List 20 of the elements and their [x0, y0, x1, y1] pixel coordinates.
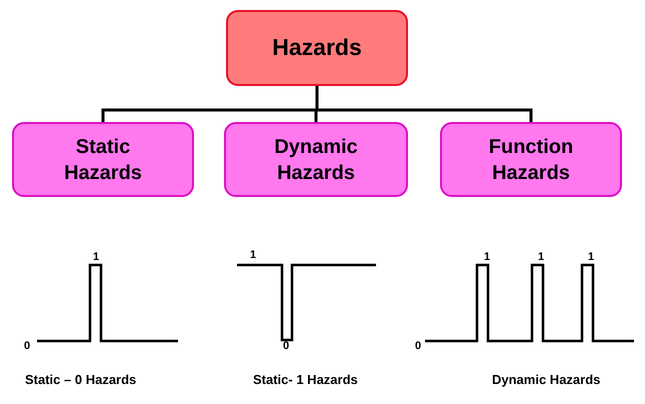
waveform-caption: Static- 1 Hazards: [253, 372, 358, 387]
level-mark: 1: [538, 251, 544, 263]
level-mark: 1: [588, 251, 594, 263]
category-box: [440, 122, 622, 197]
level-mark: 0: [415, 340, 422, 352]
category-box: [224, 122, 408, 197]
box-title: Static Hazards: [63, 134, 143, 186]
waveform-caption: Static – 0 Hazards: [25, 372, 136, 387]
level-mark: 1: [93, 251, 100, 263]
box-title: Hazards: [272, 33, 362, 62]
box-title: Dynamic Hazards: [273, 134, 359, 186]
category-box: [12, 122, 194, 197]
box-title: Function Hazards: [488, 134, 574, 186]
level-mark: 1: [250, 249, 256, 261]
connector-line: [316, 86, 532, 122]
level-mark: 0: [283, 340, 290, 352]
waveform-caption: Dynamic Hazards: [492, 372, 600, 387]
level-mark: 0: [24, 340, 30, 352]
category-box: [226, 10, 408, 86]
level-mark: 1: [484, 251, 490, 263]
